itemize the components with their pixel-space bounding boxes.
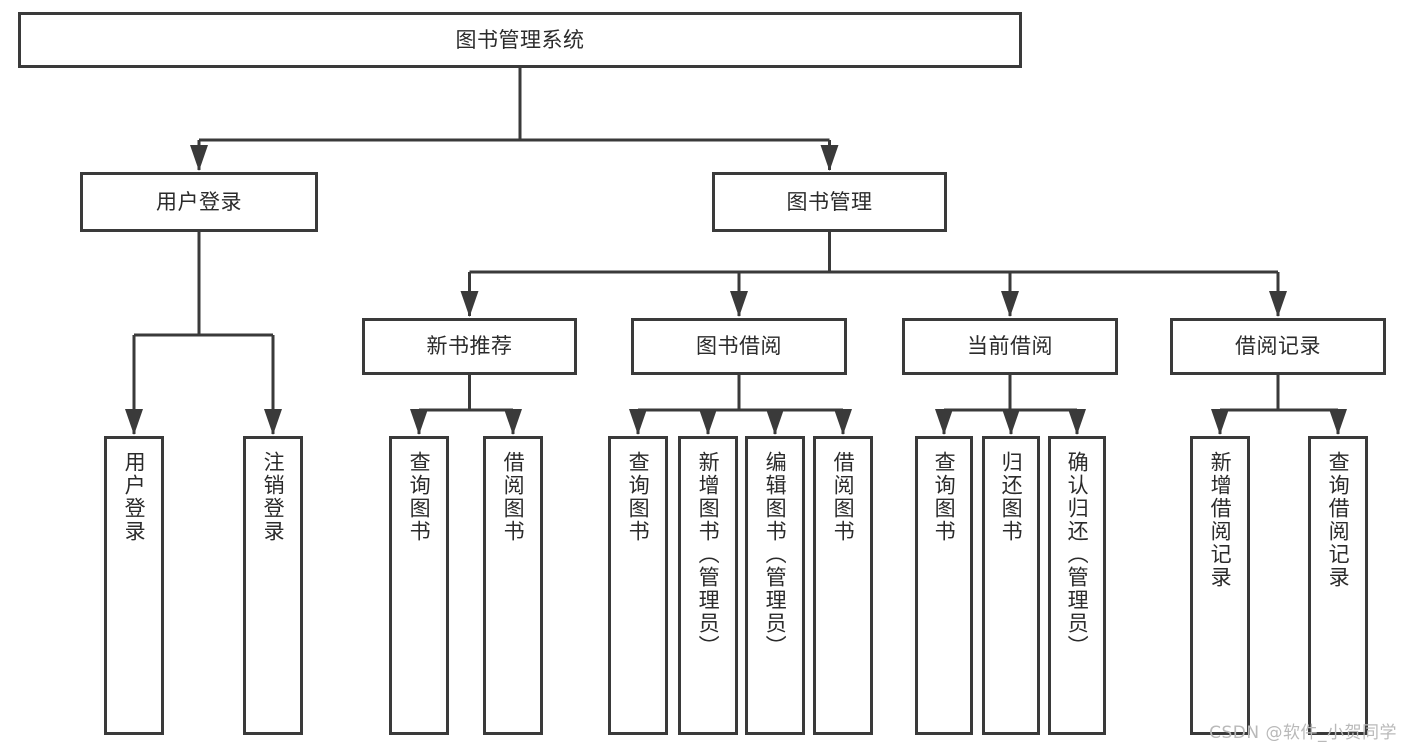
node-l2-current-borrow[interactable]: 当前借阅 bbox=[902, 318, 1118, 375]
node-l2-new-book-rec[interactable]: 新书推荐 bbox=[362, 318, 577, 375]
node-root[interactable]: 图书管理系统 bbox=[18, 12, 1022, 68]
node-l3-d3[interactable]: 确认归还（管理员） bbox=[1048, 436, 1106, 735]
node-label: 用户登录 bbox=[122, 451, 147, 543]
arrow-head-icon bbox=[264, 409, 282, 435]
node-label: 图书管理 bbox=[786, 189, 873, 214]
node-l2-borrow-record[interactable]: 借阅记录 bbox=[1170, 318, 1386, 375]
arrow-head-icon bbox=[1068, 409, 1086, 435]
node-label: 图书管理系统 bbox=[455, 27, 585, 52]
arrow-head-icon bbox=[504, 409, 522, 435]
node-l1-user-login[interactable]: 用户登录 bbox=[80, 172, 318, 232]
node-label: 借阅图书 bbox=[501, 451, 526, 543]
node-l1-book-manage[interactable]: 图书管理 bbox=[712, 172, 947, 232]
node-label: 确认归还（管理员） bbox=[1065, 451, 1090, 658]
node-l3-a1[interactable]: 用户登录 bbox=[104, 436, 164, 735]
node-label: 借阅记录 bbox=[1235, 334, 1321, 359]
arrow-head-icon bbox=[766, 409, 784, 435]
node-label: 用户登录 bbox=[156, 189, 242, 214]
arrow-head-icon bbox=[190, 145, 208, 171]
arrow-head-icon bbox=[1269, 291, 1287, 317]
node-l3-a2[interactable]: 注销登录 bbox=[243, 436, 303, 735]
node-label: 注销登录 bbox=[261, 451, 286, 543]
node-label: 借阅图书 bbox=[831, 451, 856, 543]
arrow-head-icon bbox=[410, 409, 428, 435]
arrow-head-icon bbox=[935, 409, 953, 435]
node-l3-c2[interactable]: 新增图书（管理员） bbox=[678, 436, 738, 735]
node-l3-d2[interactable]: 归还图书 bbox=[982, 436, 1040, 735]
arrow-head-icon bbox=[699, 409, 717, 435]
node-label: 新书推荐 bbox=[426, 334, 513, 359]
node-l3-e2[interactable]: 查询借阅记录 bbox=[1308, 436, 1368, 735]
arrow-head-icon bbox=[730, 291, 748, 317]
node-label: 查询图书 bbox=[932, 451, 957, 543]
node-label: 归还图书 bbox=[999, 451, 1024, 543]
arrow-head-icon bbox=[1001, 291, 1019, 317]
arrow-head-icon bbox=[629, 409, 647, 435]
node-l3-b1[interactable]: 查询图书 bbox=[389, 436, 449, 735]
arrow-head-icon bbox=[820, 145, 839, 171]
node-label: 查询图书 bbox=[407, 451, 432, 543]
node-l2-book-borrow[interactable]: 图书借阅 bbox=[631, 318, 847, 375]
arrow-head-icon bbox=[1211, 409, 1229, 435]
node-label: 图书借阅 bbox=[696, 334, 782, 359]
arrow-head-icon bbox=[1329, 409, 1347, 435]
node-l3-c4[interactable]: 借阅图书 bbox=[813, 436, 873, 735]
node-label: 新增图书（管理员） bbox=[696, 451, 721, 658]
arrow-head-icon bbox=[1002, 409, 1020, 435]
node-l3-e1[interactable]: 新增借阅记录 bbox=[1190, 436, 1250, 735]
node-label: 编辑图书（管理员） bbox=[763, 451, 788, 658]
node-l3-b2[interactable]: 借阅图书 bbox=[483, 436, 543, 735]
arrow-head-icon bbox=[125, 409, 143, 435]
node-label: 当前借阅 bbox=[967, 334, 1053, 359]
node-label: 新增借阅记录 bbox=[1208, 451, 1233, 589]
node-label: 查询图书 bbox=[626, 451, 651, 543]
node-l3-c3[interactable]: 编辑图书（管理员） bbox=[745, 436, 805, 735]
node-l3-c1[interactable]: 查询图书 bbox=[608, 436, 668, 735]
node-label: 查询借阅记录 bbox=[1326, 451, 1351, 589]
node-l3-d1[interactable]: 查询图书 bbox=[915, 436, 973, 735]
arrow-head-icon bbox=[460, 291, 479, 317]
arrow-head-icon bbox=[834, 409, 852, 435]
